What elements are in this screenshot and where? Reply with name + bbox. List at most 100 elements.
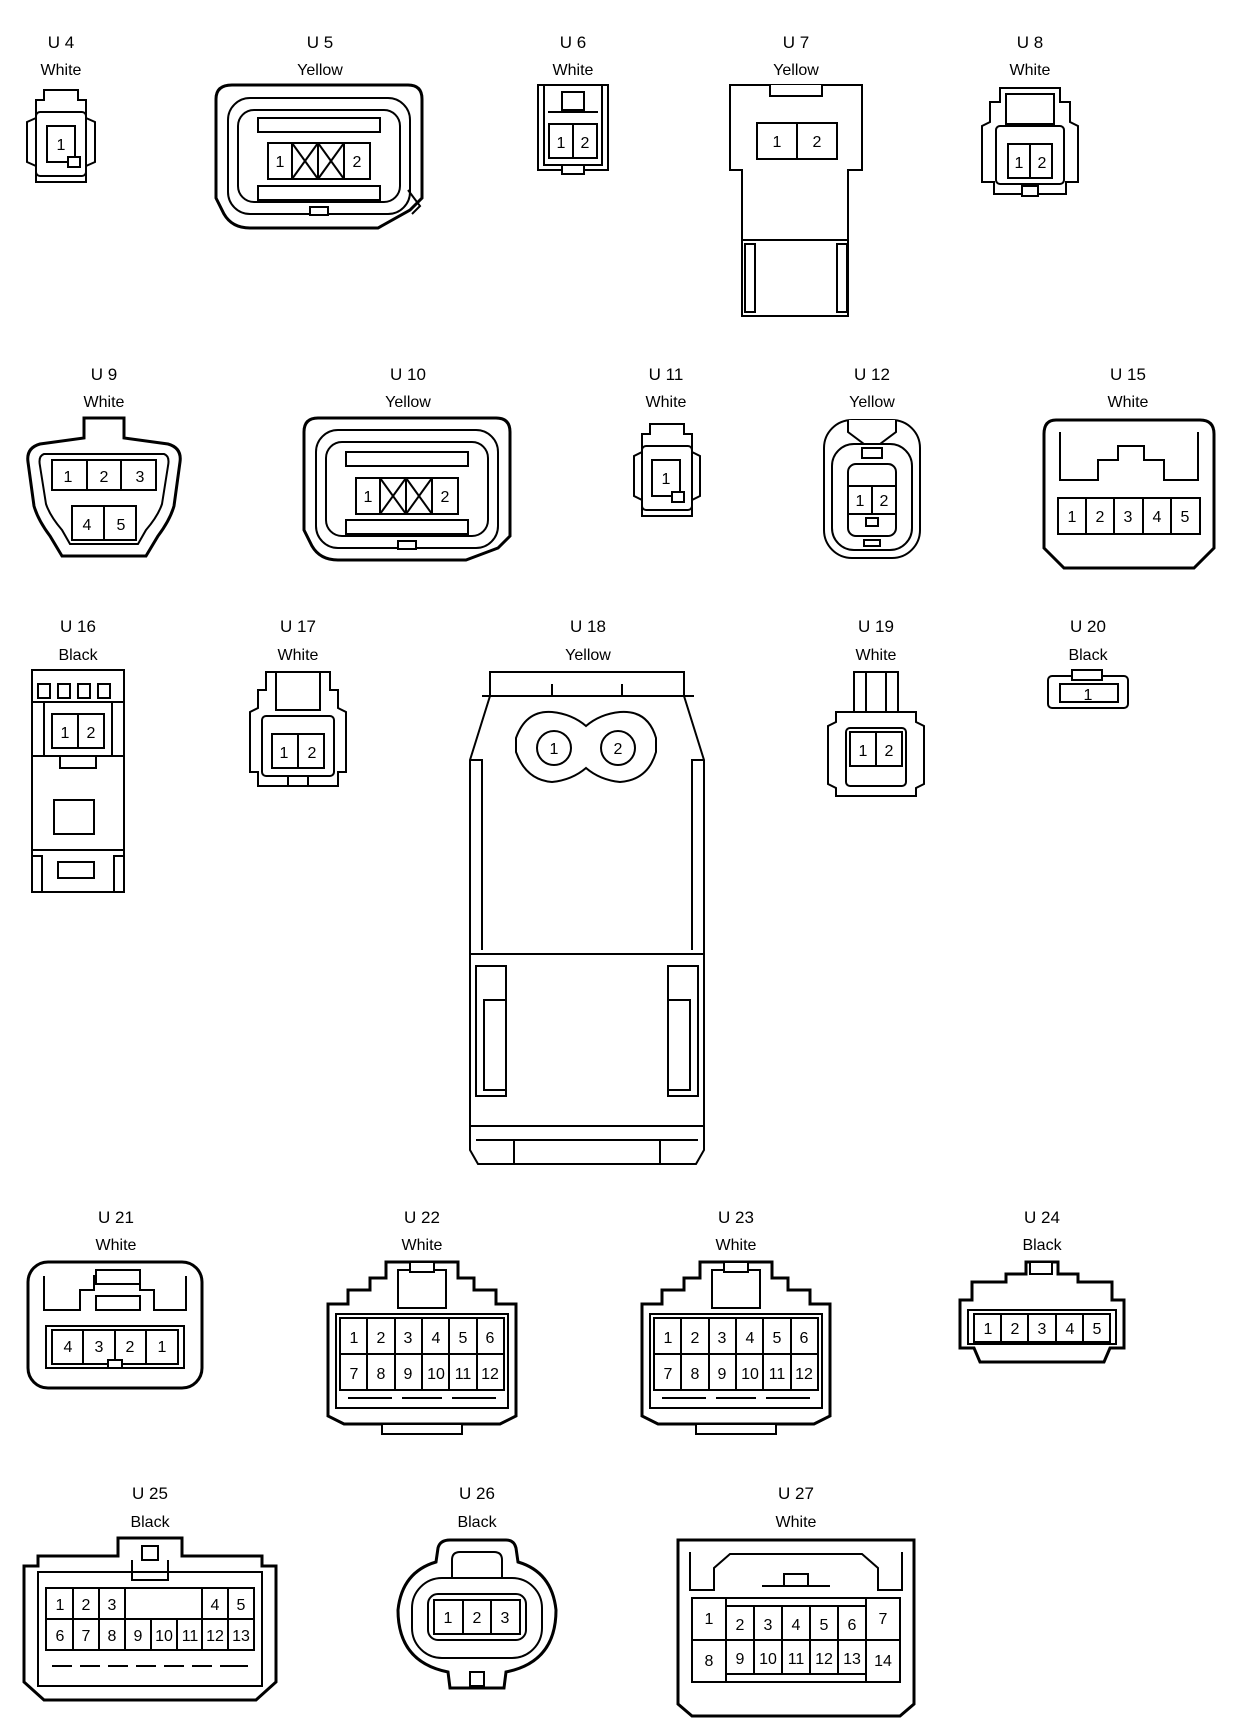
- pin-label: 2: [82, 1597, 91, 1614]
- pin-label: 3: [136, 469, 145, 486]
- pin-label: 3: [501, 1610, 510, 1627]
- pin-label: 12: [795, 1366, 813, 1383]
- connector-body: [827, 671, 925, 797]
- connector-color: White: [1108, 394, 1149, 411]
- connector-body: [26, 89, 96, 183]
- connector-body: [302, 416, 512, 562]
- pin-label: 1: [662, 471, 671, 488]
- pin-label: 5: [459, 1330, 468, 1347]
- pin-label: 1: [705, 1611, 714, 1628]
- connector-id: U 15: [1110, 365, 1146, 384]
- pin-label: 9: [736, 1651, 745, 1668]
- connector-body: [22, 1536, 278, 1702]
- pin-label: 2: [100, 469, 109, 486]
- pin-label: 4: [792, 1617, 801, 1634]
- pin-label: 10: [759, 1651, 777, 1668]
- pin-label: 9: [134, 1628, 143, 1645]
- connector-id: U 7: [783, 33, 809, 52]
- connector-id: U 4: [48, 33, 74, 52]
- pin-label: 2: [880, 493, 889, 510]
- pin-label: 5: [237, 1597, 246, 1614]
- pin-label: 12: [815, 1651, 833, 1668]
- pin-label: 1: [1068, 509, 1077, 526]
- connector-color: White: [856, 647, 897, 664]
- pin-label: 4: [432, 1330, 441, 1347]
- connector-u19: U 19 White 1 2: [827, 617, 925, 797]
- connector-color: Black: [1068, 647, 1108, 664]
- pin-grid: 1 2 3 4 5 6 7 8 9 10 11 12: [664, 1330, 813, 1383]
- connector-u18: U 18 Yellow 1 2: [469, 617, 705, 1165]
- pin-grid: 1 2 3 4 5 6 7 8 9 10 11 12: [350, 1330, 499, 1383]
- pin-label: 1: [773, 134, 782, 151]
- pin-label: 12: [206, 1628, 224, 1645]
- pin-label: 3: [404, 1330, 413, 1347]
- pin-label: 14: [874, 1653, 892, 1670]
- pin-label: 6: [56, 1628, 65, 1645]
- pin-label: 4: [1153, 509, 1162, 526]
- connector-id: U 26: [459, 1484, 495, 1503]
- connector-u21: U 21 White 4 3 2 1: [26, 1208, 204, 1390]
- pin-label: 1: [1084, 687, 1093, 704]
- pin-label: 2: [87, 725, 96, 742]
- pin-label: 2: [126, 1339, 135, 1356]
- pin-label: 9: [404, 1366, 413, 1383]
- pin-label: 1: [56, 1597, 65, 1614]
- pin-label: 3: [718, 1330, 727, 1347]
- pin-label: 2: [885, 743, 894, 760]
- pin-label: 4: [64, 1339, 73, 1356]
- connector-id: U 11: [649, 365, 684, 384]
- connector-body: [729, 84, 863, 317]
- pin-label: 2: [377, 1330, 386, 1347]
- pin-label: 8: [691, 1366, 700, 1383]
- connector-color: White: [716, 1237, 757, 1254]
- connector-u26: U 26 Black 1 2 3: [396, 1484, 558, 1690]
- connector-body: [1047, 669, 1129, 709]
- connector-u4: U 4 White 1: [26, 33, 96, 183]
- connector-id: U 16: [60, 617, 96, 636]
- pin-label: 4: [746, 1330, 755, 1347]
- pin-label: 1: [550, 741, 559, 758]
- connector-u15: U 15 White 1 2 3 4 5: [1042, 365, 1216, 570]
- connector-color: White: [84, 394, 125, 411]
- connector-id: U 10: [390, 365, 426, 384]
- connector-color: White: [1010, 62, 1051, 79]
- pin-label: 10: [155, 1628, 173, 1645]
- connector-id: U 25: [132, 1484, 168, 1503]
- connector-id: U 19: [858, 617, 894, 636]
- pin-label: 1: [350, 1330, 359, 1347]
- connector-color: Yellow: [297, 62, 343, 79]
- connector-body: [1042, 418, 1216, 570]
- pin-label: 1: [158, 1339, 167, 1356]
- connector-color: Black: [1022, 1237, 1062, 1254]
- connector-u8: U 8 White 1 2: [981, 33, 1079, 197]
- connector-u10: U 10 Yellow 1 2: [302, 365, 512, 562]
- pin-label: 1: [276, 154, 285, 171]
- pin-label: 2: [813, 134, 822, 151]
- pin-label: 6: [848, 1617, 857, 1634]
- connector-body: [981, 87, 1079, 197]
- pin-label: 2: [308, 745, 317, 762]
- connector-body: [214, 83, 424, 230]
- connector-u7: U 7 Yellow 1 2: [729, 33, 863, 317]
- pin-label: 1: [557, 135, 566, 152]
- connector-u6: U 6 White 1 2: [537, 33, 609, 175]
- connector-u25: U 25 Black 1 2 3 4 5 6 7 8 9 10 11 1: [22, 1484, 278, 1702]
- connector-u11: U 11 White 1: [633, 365, 701, 517]
- connector-body: [633, 423, 701, 517]
- pin-label: 5: [1093, 1321, 1102, 1338]
- pin-label: 5: [1181, 509, 1190, 526]
- connector-u24: U 24 Black 1 2 3 4 5: [958, 1208, 1126, 1364]
- connector-body: [958, 1260, 1126, 1364]
- pin-label: 5: [117, 517, 126, 534]
- connector-id: U 27: [778, 1484, 814, 1503]
- connector-color: White: [402, 1237, 443, 1254]
- connector-color: White: [41, 62, 82, 79]
- pin-label: 1: [859, 743, 868, 760]
- connector-u17: U 17 White 1 2: [249, 617, 347, 787]
- pin-label: 6: [800, 1330, 809, 1347]
- connector-color: White: [776, 1514, 817, 1531]
- connector-u12: U 12 Yellow 1 2: [823, 365, 921, 559]
- pin-label: 5: [820, 1617, 829, 1634]
- pin-label: 1: [1015, 155, 1024, 172]
